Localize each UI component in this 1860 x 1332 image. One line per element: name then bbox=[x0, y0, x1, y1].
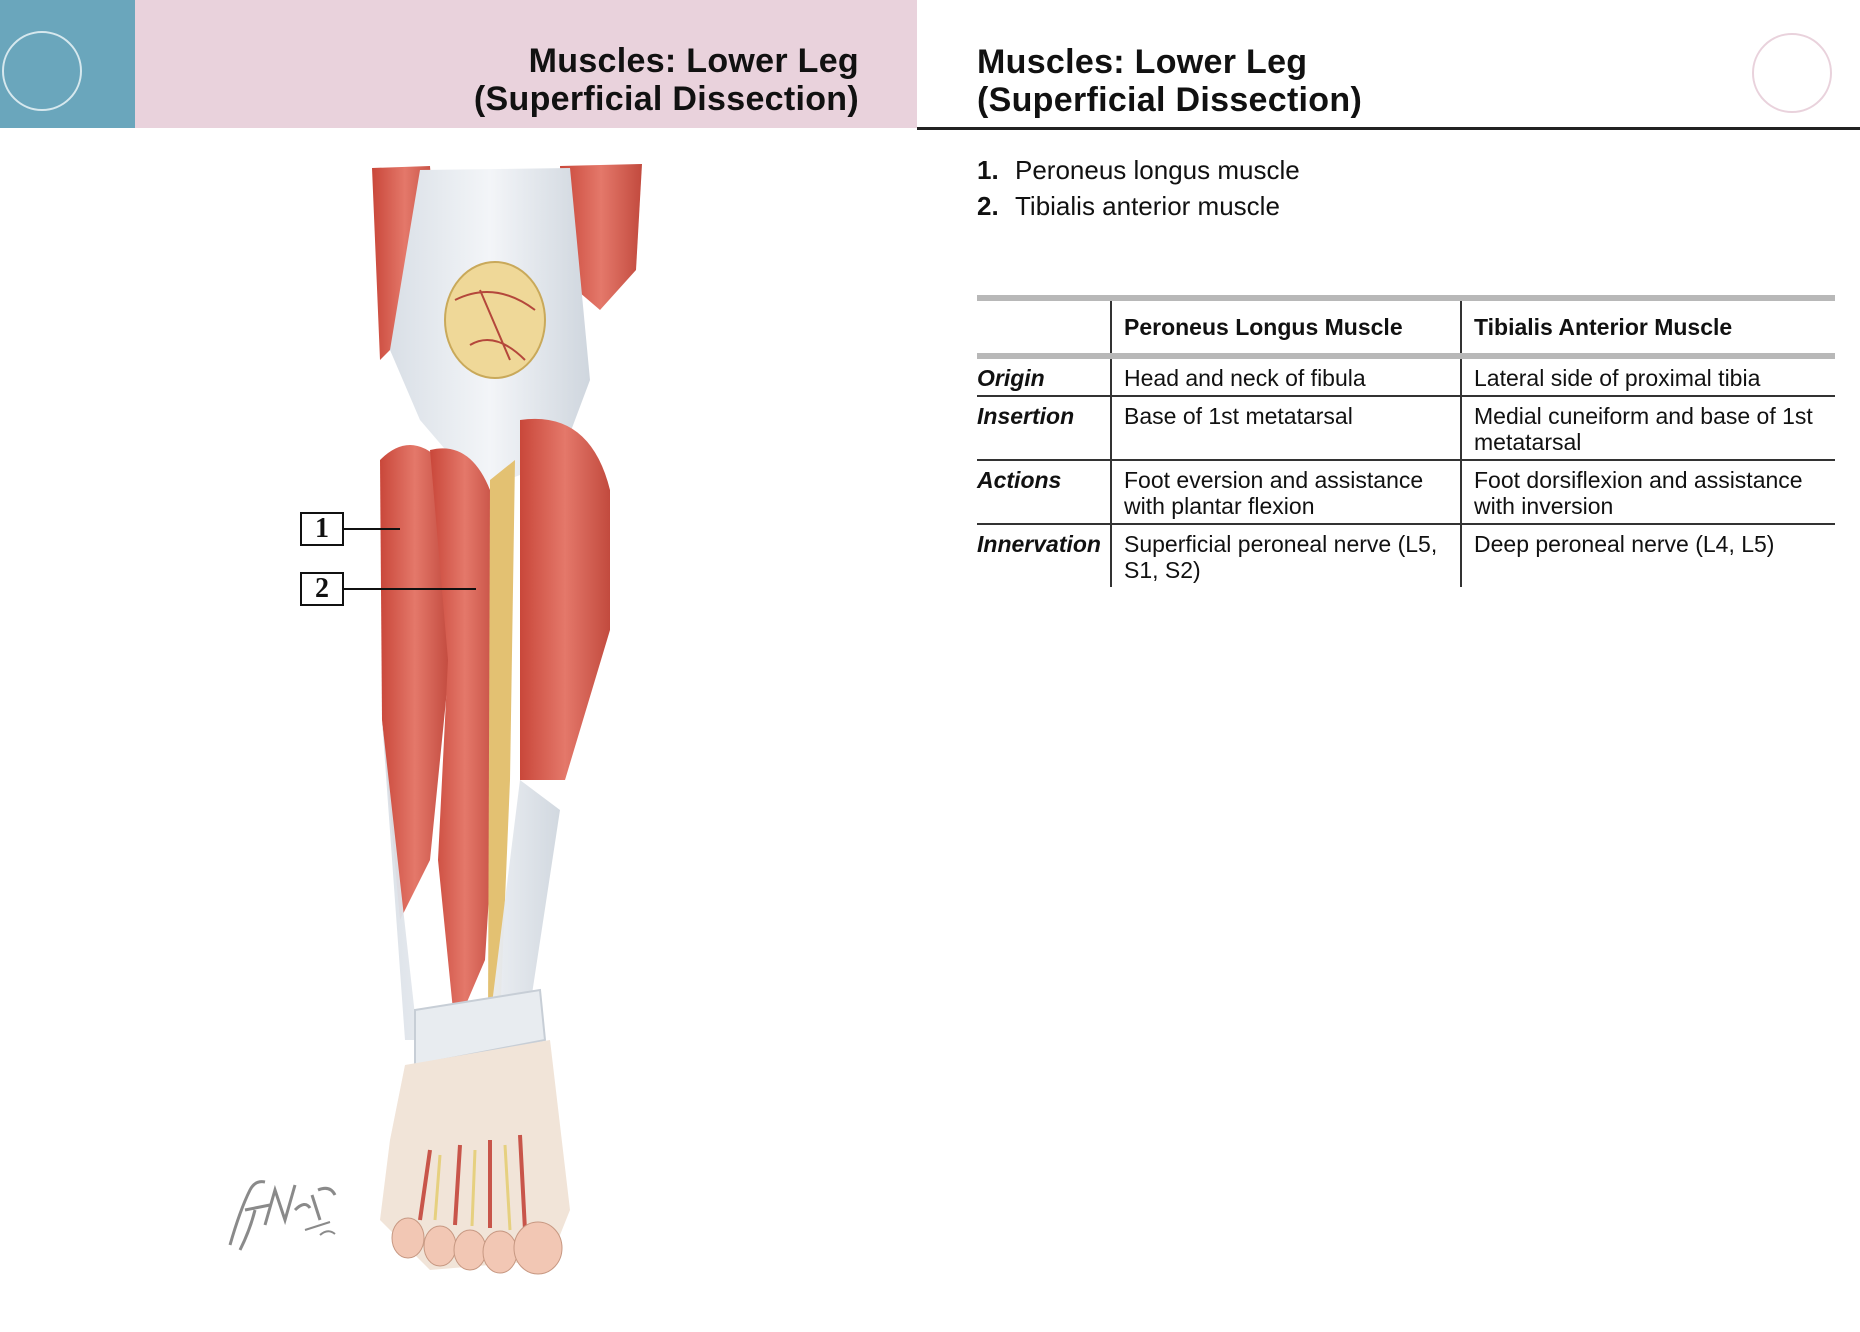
legend-number: 2. bbox=[977, 191, 999, 221]
toe-4 bbox=[423, 1225, 457, 1267]
toe-2 bbox=[482, 1230, 518, 1274]
legend-item: 1. Peroneus longus muscle bbox=[977, 152, 1300, 188]
title-rule bbox=[917, 127, 1860, 130]
tibialis-anterior bbox=[430, 448, 500, 1030]
lower-leg-illustration bbox=[372, 164, 642, 1275]
table-header-peroneus: Peroneus Longus Muscle bbox=[1110, 298, 1461, 356]
right-page-title: Muscles: Lower Leg (Superficial Dissecti… bbox=[977, 43, 1362, 119]
table-cell: Head and neck of fibula bbox=[1110, 356, 1461, 396]
tab-circle-decoration bbox=[2, 31, 82, 111]
thigh-muscle-medial bbox=[560, 164, 642, 310]
table-header-row: Peroneus Longus Muscle Tibialis Anterior… bbox=[977, 298, 1835, 356]
table-cell: Medial cuneiform and base of 1st metatar… bbox=[1460, 396, 1835, 460]
table-cell: Foot eversion and assistance with planta… bbox=[1110, 460, 1461, 524]
page-circle-decoration bbox=[1752, 33, 1832, 113]
table-header-tibialis: Tibialis Anterior Muscle bbox=[1460, 298, 1835, 356]
extensor-retinaculum-upper bbox=[414, 988, 547, 1067]
table-cell: Foot dorsiflexion and assistance with in… bbox=[1460, 460, 1835, 524]
table-cell: Deep peroneal nerve (L4, L5) bbox=[1460, 524, 1835, 587]
leader-line-2 bbox=[344, 588, 476, 590]
gastrocnemius-medial bbox=[520, 418, 610, 780]
table-row: Insertion Base of 1st metatarsal Medial … bbox=[977, 396, 1835, 460]
section-tab bbox=[0, 0, 135, 128]
tibia-shaft bbox=[488, 460, 515, 1020]
toe-1 bbox=[513, 1221, 563, 1275]
legend-number: 1. bbox=[977, 155, 999, 185]
legend-text: Peroneus longus muscle bbox=[1015, 155, 1300, 185]
toe-5 bbox=[391, 1217, 425, 1259]
left-page: Muscles: Lower Leg (Superficial Dissecti… bbox=[0, 0, 917, 1332]
row-label: Insertion bbox=[977, 403, 1075, 429]
row-label: Actions bbox=[977, 467, 1062, 493]
right-title-line1: Muscles: Lower Leg bbox=[977, 43, 1308, 81]
right-page: Muscles: Lower Leg (Superficial Dissecti… bbox=[917, 0, 1860, 1332]
peroneus-longus bbox=[380, 445, 450, 920]
label-legend: 1. Peroneus longus muscle 2. Tibialis ante… bbox=[977, 152, 1300, 224]
row-label: Origin bbox=[977, 365, 1045, 391]
patella bbox=[444, 261, 546, 379]
artist-signature bbox=[228, 1180, 337, 1251]
lower-tendons bbox=[382, 720, 560, 1060]
table-cell: Superficial peroneal nerve (L5, S1, S2) bbox=[1110, 524, 1461, 587]
legend-text: Tibialis anterior muscle bbox=[1015, 191, 1280, 221]
legend-item: 2. Tibialis anterior muscle bbox=[977, 188, 1300, 224]
muscle-info-table: Peroneus Longus Muscle Tibialis Anterior… bbox=[977, 295, 1835, 587]
table-header-empty bbox=[977, 298, 1111, 356]
label-box-1: 1 bbox=[300, 512, 344, 546]
table-row: Actions Foot eversion and assistance wit… bbox=[977, 460, 1835, 524]
label-box-2: 2 bbox=[300, 572, 344, 606]
row-label: Innervation bbox=[977, 531, 1101, 557]
left-page-title: Muscles: Lower Leg (Superficial Dissecti… bbox=[474, 42, 859, 118]
leader-line-1 bbox=[344, 528, 400, 530]
table-cell: Lateral side of proximal tibia bbox=[1460, 356, 1835, 396]
toe-3 bbox=[453, 1229, 487, 1271]
title-band: Muscles: Lower Leg (Superficial Dissecti… bbox=[135, 0, 917, 128]
left-title-line1: Muscles: Lower Leg bbox=[528, 42, 859, 80]
right-title-line2: (Superficial Dissection) bbox=[977, 81, 1363, 119]
table-row: Innervation Superficial peroneal nerve (… bbox=[977, 524, 1835, 587]
table-cell: Base of 1st metatarsal bbox=[1110, 396, 1461, 460]
left-title-line2: (Superficial Dissection) bbox=[473, 80, 859, 118]
table-row: Origin Head and neck of fibula Lateral s… bbox=[977, 356, 1835, 396]
